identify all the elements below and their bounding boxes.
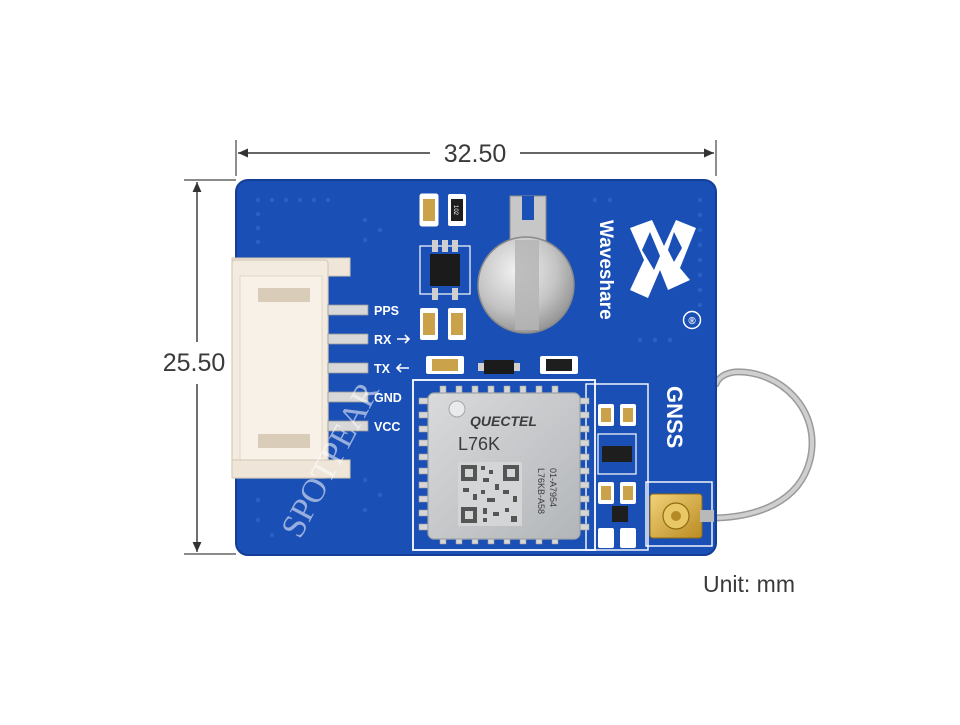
brand-text: Waveshare	[595, 220, 616, 320]
smd-components: 102	[419, 193, 578, 374]
pin-label-rx: RX	[374, 333, 392, 347]
height-label: 25.50	[163, 349, 226, 377]
pin-labels: PPS RX TX GND VCC	[374, 304, 411, 434]
module-model: L76K	[458, 434, 500, 454]
width-label: 32.50	[444, 140, 507, 168]
ws-mark-icon	[630, 220, 696, 298]
module-maker: QUECTEL	[470, 413, 537, 429]
registered-mark: ®	[688, 316, 696, 327]
module-code-line-1: L76KB-A58	[536, 468, 546, 514]
qr-code-icon	[458, 462, 522, 526]
gnss-label: GNSS	[662, 386, 687, 448]
battery-holder	[477, 195, 575, 334]
arrow-right-icon	[397, 334, 411, 344]
pin1-marker-icon	[448, 400, 466, 418]
dimension-height: 25.50	[163, 179, 236, 555]
connector-pins	[327, 304, 369, 432]
dimension-width: 32.50	[235, 140, 717, 176]
pcb-board	[235, 179, 717, 556]
pin-header-connector	[231, 257, 369, 479]
pin-label-pps: PPS	[374, 304, 399, 318]
antenna-cable	[696, 368, 816, 522]
module-code-line-2: 01-A7954	[548, 468, 558, 507]
pin-label-gnd: GND	[374, 391, 402, 405]
resistor-label: 102	[452, 205, 458, 216]
rf-components	[597, 404, 637, 548]
gnss-module: QUECTEL L76K L76KB-A58 01-A7954	[418, 385, 590, 545]
pin-label-tx: TX	[374, 362, 391, 376]
pin-label-vcc: VCC	[374, 420, 400, 434]
arrow-left-icon	[395, 363, 409, 373]
unit-label: Unit: mm	[703, 571, 795, 597]
ufl-antenna-connector	[645, 481, 714, 547]
waveshare-logo: Waveshare ®	[595, 220, 702, 330]
